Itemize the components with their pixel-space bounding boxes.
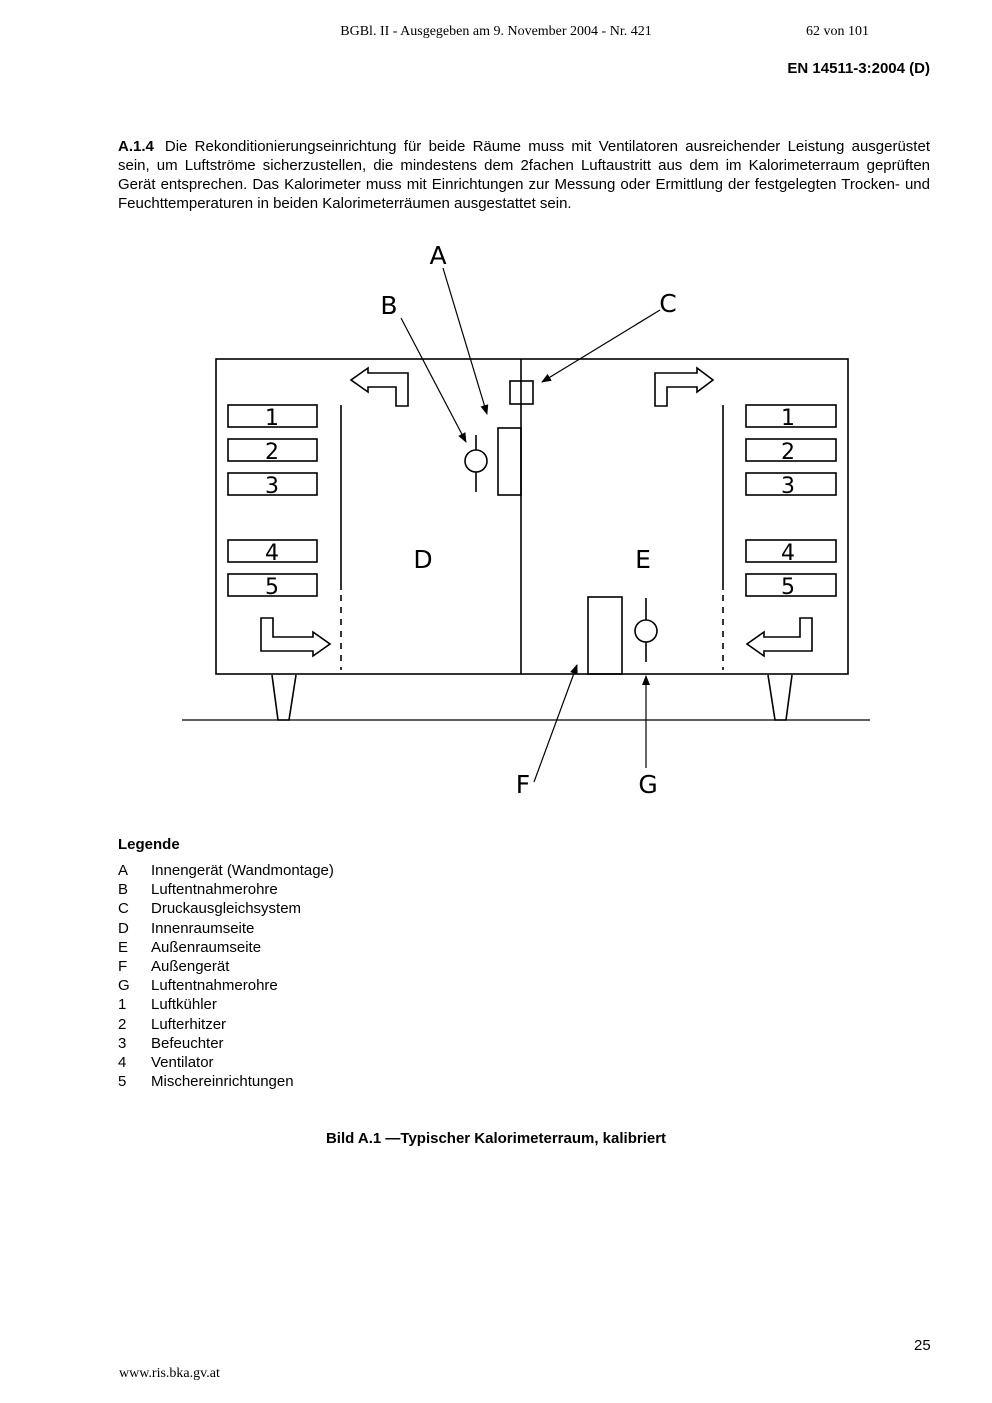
legend-text: Befeuchter (151, 1034, 224, 1052)
right-box-1 (745, 404, 837, 428)
legend-key: 3 (118, 1034, 127, 1052)
legend-text: Innengerät (Wandmontage) (151, 862, 334, 879)
legend-key: D (118, 919, 129, 937)
label-c: C (659, 289, 676, 318)
label-a: A (429, 241, 446, 270)
legend-text: Ventilator (151, 1054, 214, 1072)
right-box-2-label: 2 (781, 440, 795, 465)
left-box-4 (227, 539, 318, 563)
legend-text: Druckausgleichsystem (151, 900, 302, 918)
label-b: B (380, 291, 397, 320)
paragraph-text: Die Rekonditionierungseinrichtung für be… (118, 138, 930, 212)
airflow-arrow-top-right (654, 366, 715, 407)
airflow-arrow-bottom-right (745, 617, 813, 658)
legend-key: 2 (118, 1015, 127, 1033)
indoor-unit (497, 427, 522, 496)
left-box-2 (227, 438, 318, 462)
label-d: D (413, 545, 432, 574)
legend-item: F Außengerät (118, 957, 334, 976)
right-box-4 (745, 539, 837, 563)
left-box-3-label: 3 (265, 474, 279, 499)
leader-c (541, 309, 661, 383)
airflow-arrow-bottom-left (260, 617, 332, 658)
right-box-5 (745, 573, 837, 597)
legend-key: F (118, 958, 128, 976)
legend-key: 1 (118, 996, 127, 1014)
pressure-equalizer (509, 380, 534, 405)
legend-key: B (118, 881, 129, 899)
legend-title: Legende (118, 836, 180, 853)
legend-item: G Luftentnahmerohre (118, 976, 334, 995)
page-counter: 62 von 101 (806, 24, 869, 39)
legend-text: Luftkühler (151, 996, 217, 1014)
leader-f (533, 664, 578, 783)
legend-text: Lufterhitzer (151, 1015, 227, 1033)
legend-key: 5 (118, 1073, 127, 1091)
legend-item: 2 Lufterhitzer (118, 1015, 334, 1034)
legend-item: 5 Mischereinrichtungen (118, 1072, 334, 1091)
outdoor-unit (587, 596, 623, 675)
left-box-4-label: 4 (265, 541, 279, 566)
legend-text: Mischereinrichtungen (151, 1073, 294, 1091)
airflow-arrow-top-left (349, 366, 409, 407)
legend-text: Luftentnahmerohre (151, 881, 278, 899)
left-box-5-label: 5 (265, 575, 279, 600)
leader-b (400, 317, 467, 443)
legend-item: 4 Ventilator (118, 1053, 334, 1072)
leader-a (442, 267, 489, 415)
paragraph-number: A.1.4 (118, 138, 154, 155)
right-box-5-label: 5 (781, 575, 795, 600)
sampling-tube-b (464, 449, 488, 473)
right-box-2 (745, 438, 837, 462)
left-box-1 (227, 404, 318, 428)
legend-key: A (118, 862, 129, 879)
legend-key: C (118, 900, 129, 918)
right-box-3-label: 3 (781, 474, 795, 499)
page-number: 25 (914, 1337, 931, 1354)
page-header: BGBl. II - Ausgegeben am 9. November 200… (340, 24, 652, 39)
left-box-5 (227, 573, 318, 597)
legend-text: Luftentnahmerohre (151, 977, 278, 995)
legend-key: 4 (118, 1054, 127, 1072)
left-box-3 (227, 472, 318, 496)
legend-text: Außengerät (151, 958, 230, 976)
label-f: F (516, 770, 530, 799)
legend-item: D Innenraumseite (118, 919, 334, 938)
legend-item: 3 Befeuchter (118, 1034, 334, 1053)
right-leg (767, 674, 793, 721)
legend-item: 1 Luftkühler (118, 995, 334, 1014)
legend-item: E Außenraumseite (118, 938, 334, 957)
left-leg (271, 674, 297, 721)
left-box-1-label: 1 (265, 406, 279, 431)
document-reference: EN 14511-3:2004 (D) (787, 60, 930, 77)
chamber-outline (215, 358, 849, 675)
right-box-3 (745, 472, 837, 496)
right-box-4-label: 4 (781, 541, 795, 566)
legend-list: A Innengerät (Wandmontage) B Luftentnahmero… (118, 861, 334, 1091)
legend-key: G (118, 977, 130, 995)
calorimeter-diagram: A B C D E F G 1 2 3 4 5 1 2 3 4 5 (182, 241, 870, 799)
figure-caption: Bild A.1 —Typischer Kalorimeterraum, kal… (325, 1130, 667, 1147)
legend-item: A Innengerät (Wandmontage) (118, 861, 334, 880)
label-g: G (638, 770, 657, 799)
sampling-tube-g (634, 619, 658, 643)
legend-item: B Luftentnahmerohre (118, 880, 334, 899)
legend-item: C Druckausgleichsystem (118, 899, 334, 918)
footer-link[interactable]: www.ris.bka.gv.at (119, 1366, 220, 1381)
legend-key: E (118, 938, 129, 956)
right-box-1-label: 1 (781, 406, 795, 431)
legend-text: Innenraumseite (151, 919, 255, 937)
left-box-2-label: 2 (265, 440, 279, 465)
legend-text: Außenraumseite (151, 938, 262, 956)
label-e: E (635, 545, 651, 574)
